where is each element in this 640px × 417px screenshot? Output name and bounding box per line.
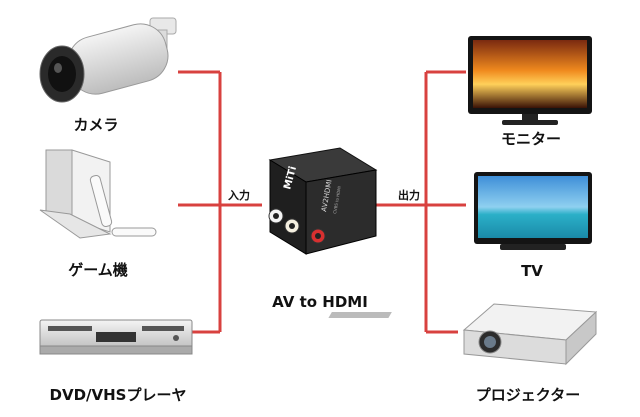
input-label-console: ゲーム機: [68, 261, 128, 279]
output-label-monitor: モニター: [500, 130, 562, 148]
dvd-vhs-player-icon: [39, 319, 193, 355]
input-label: 入力: [228, 189, 250, 202]
output-label: 出力: [398, 189, 420, 202]
converter-sub-text: CVBS to HDMI: [332, 186, 342, 214]
av-hdmi-converter-icon: MiTi AV2HDMI CVBS to HDMI: [268, 147, 378, 255]
input-label-player: DVD/VHSプレーヤ: [49, 386, 187, 404]
output-label-tv: TV: [521, 262, 543, 280]
projector-icon: [328, 303, 598, 366]
monitor-icon: [468, 36, 592, 125]
input-connectors: [178, 70, 262, 334]
tv-icon: [474, 172, 592, 250]
output-label-projector: プロジェクター: [475, 386, 581, 404]
game-console-icon: [39, 149, 157, 239]
input-label-camera: カメラ: [73, 116, 119, 134]
converter-title: AV to HDMI: [272, 293, 368, 311]
security-camera-icon: [39, 17, 177, 103]
